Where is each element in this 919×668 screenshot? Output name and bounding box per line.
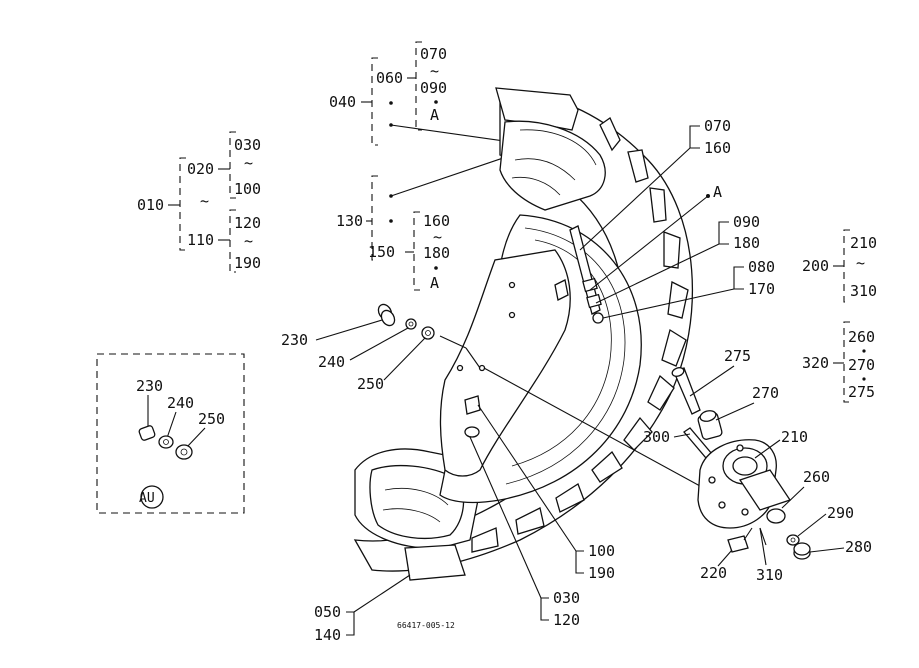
callout-260-b: 260 (803, 468, 830, 486)
callout-130: 130 (336, 212, 363, 230)
callout-250: 250 (357, 375, 384, 393)
callout-080: 080 (748, 258, 775, 276)
callout-A-2: A (430, 274, 439, 292)
au-callout-230: 230 (136, 377, 163, 395)
callout-150: 150 (368, 243, 395, 261)
fasteners-230-250: 230 240 250 (281, 303, 481, 393)
callout-270-a: 270 (848, 356, 875, 374)
wheel-rim (353, 87, 694, 581)
callout-170: 170 (748, 280, 775, 298)
callout-010: 010 (137, 196, 164, 214)
range-tilde: ~ (200, 192, 209, 210)
hub-assembly: 275 270 300 210 260 290 280 (483, 347, 872, 584)
callout-230: 230 (281, 331, 308, 349)
au-variant-box: 230 240 250 AU (96, 353, 245, 514)
callout-210-a: 210 (850, 234, 877, 252)
callout-190-a: 190 (234, 254, 261, 272)
group-130-bracket: 130 150 160 ~ 180 A (336, 154, 513, 292)
group-010-bracket: 010 020 ~ 110 030 ~ 100 120 ~ 190 (137, 131, 261, 273)
callout-070-a: 070 (420, 45, 447, 63)
callout-090-b: 090 (733, 213, 760, 231)
range-tilde: ~ (244, 232, 253, 250)
range-tilde: ~ (244, 154, 253, 172)
callout-240: 240 (318, 353, 345, 371)
drawing-code: 66417-005-12 (397, 621, 455, 630)
au-badge: AU (139, 491, 155, 506)
callout-180-a: 180 (423, 244, 450, 262)
callout-120-b: 120 (553, 611, 580, 629)
valve-stem (569, 225, 604, 324)
callout-275-b: 275 (724, 347, 751, 365)
au-callout-250: 250 (198, 410, 225, 428)
valve-leaders: 070 160 A 090 180 080 170 (579, 117, 775, 319)
au-callout-240: 240 (167, 394, 194, 412)
callout-100-a: 100 (234, 180, 261, 198)
callout-060: 060 (376, 69, 403, 87)
range-tilde: ~ (856, 254, 865, 272)
callout-020: 020 (187, 160, 214, 178)
callout-A-1: A (430, 106, 439, 124)
callout-030-a: 030 (234, 136, 261, 154)
callout-A-3: A (713, 183, 722, 201)
callout-040: 040 (329, 93, 356, 111)
callout-310-a: 310 (850, 282, 877, 300)
callout-260-a: 260 (848, 328, 875, 346)
callout-090-a: 090 (420, 79, 447, 97)
callout-110: 110 (187, 231, 214, 249)
callout-070-b: 070 (704, 117, 731, 135)
callout-275-a: 275 (848, 383, 875, 401)
callout-300: 300 (643, 428, 670, 446)
callout-210-b: 210 (781, 428, 808, 446)
range-tilde: ~ (430, 62, 439, 80)
callout-290: 290 (827, 504, 854, 522)
callout-100-b: 100 (588, 542, 615, 560)
bottom-callouts: 100 190 030 120 050 140 66417-005-12 (314, 404, 615, 644)
callout-120-a: 120 (234, 214, 261, 232)
range-tilde: ~ (433, 228, 442, 246)
callout-200: 200 (802, 257, 829, 275)
callout-180-b: 180 (733, 234, 760, 252)
callout-320: 320 (802, 354, 829, 372)
callout-160-a: 160 (423, 212, 450, 230)
callout-140: 140 (314, 626, 341, 644)
callout-050: 050 (314, 603, 341, 621)
callout-280: 280 (845, 538, 872, 556)
group-200-bracket: 200 210 ~ 310 (802, 229, 877, 303)
callout-190-b: 190 (588, 564, 615, 582)
callout-270-b: 270 (752, 384, 779, 402)
group-320-bracket: 320 260 270 275 (802, 321, 875, 403)
callout-220: 220 (700, 564, 727, 582)
callout-310-b: 310 (756, 566, 783, 584)
callout-030-b: 030 (553, 589, 580, 607)
callout-160-b: 160 (704, 139, 731, 157)
